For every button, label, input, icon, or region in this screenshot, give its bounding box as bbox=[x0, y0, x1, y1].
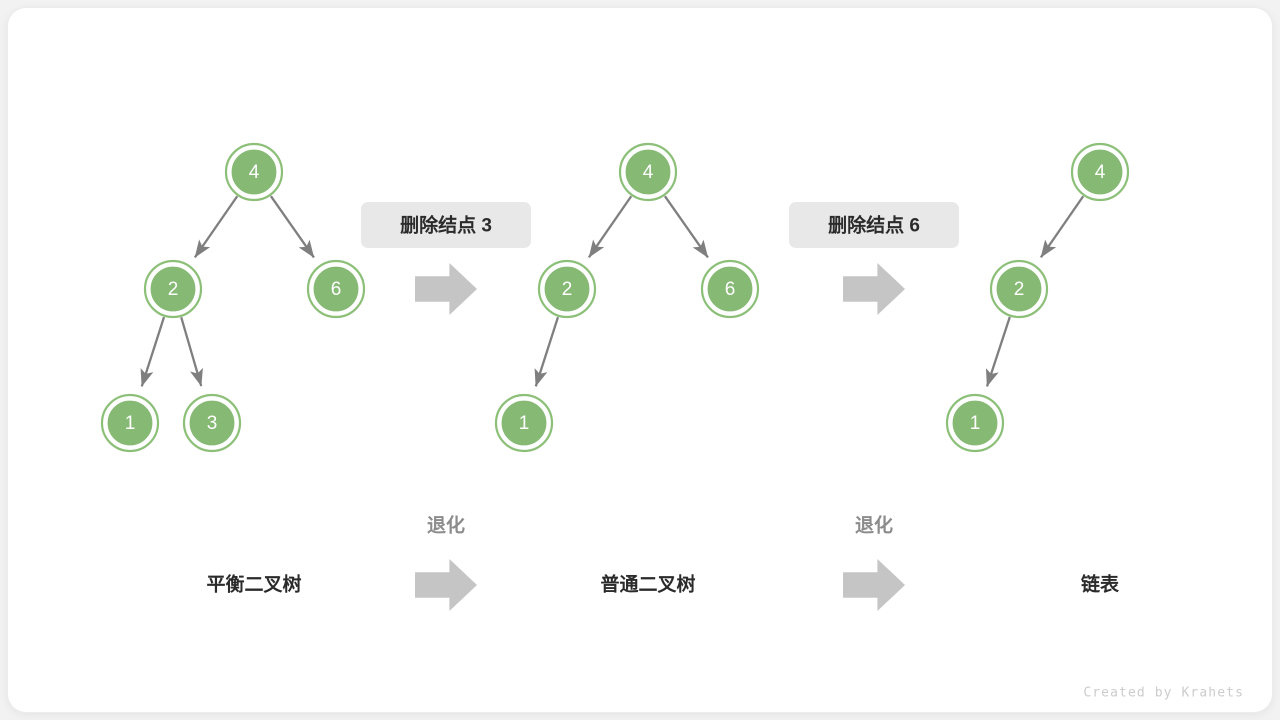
nodes-tree-balanced: 4 2 6 1 3 bbox=[100, 142, 366, 453]
node-value-label: 1 bbox=[519, 413, 530, 434]
node-outer-ring bbox=[945, 393, 1005, 453]
transition-label: 退化 bbox=[855, 514, 893, 537]
caption-balanced: 平衡二叉树 bbox=[206, 573, 301, 596]
node-outer-ring bbox=[989, 259, 1049, 319]
watermark-credit: Created by Krahets bbox=[1083, 686, 1244, 701]
node-outer-ring bbox=[537, 259, 597, 319]
node-body bbox=[187, 398, 237, 448]
op-delete-3: 删除结点 3 bbox=[361, 202, 531, 315]
transitions-layer: 退化 退化 bbox=[415, 514, 905, 611]
tree-node[interactable]: 2 bbox=[143, 259, 203, 319]
operation-arrow-icon bbox=[843, 263, 905, 315]
edges-layer bbox=[140, 195, 1085, 387]
tree-edge bbox=[180, 317, 203, 387]
node-value-label: 1 bbox=[970, 413, 981, 434]
operation-label-text: 删除结点 3 bbox=[400, 214, 492, 237]
captions-layer: 平衡二叉树 普通二叉树 链表 bbox=[206, 573, 1120, 596]
node-outer-ring bbox=[700, 259, 760, 319]
node-body bbox=[311, 264, 361, 314]
node-body bbox=[105, 398, 155, 448]
tree-edge bbox=[985, 316, 1011, 387]
transition-2: 退化 bbox=[843, 514, 905, 611]
node-outer-ring bbox=[306, 259, 366, 319]
node-outer-ring bbox=[182, 393, 242, 453]
node-outer-ring bbox=[100, 393, 160, 453]
nodes-layer: 4 2 6 1 3 4 2 6 1 4 2 1 bbox=[100, 142, 1130, 453]
operations-layer: 删除结点 3 删除结点 6 bbox=[361, 202, 959, 315]
node-value-label: 4 bbox=[1095, 162, 1106, 183]
node-outer-ring bbox=[1070, 142, 1130, 202]
node-value-label: 1 bbox=[125, 413, 136, 434]
node-outer-ring bbox=[143, 259, 203, 319]
tree-node[interactable]: 6 bbox=[306, 259, 366, 319]
tree-node[interactable]: 2 bbox=[989, 259, 1049, 319]
tree-node[interactable]: 6 bbox=[700, 259, 760, 319]
operation-label-box bbox=[789, 202, 959, 248]
node-body bbox=[1075, 147, 1125, 197]
edges-tree-linkedlist bbox=[985, 195, 1085, 387]
node-value-label: 4 bbox=[643, 162, 654, 183]
node-body bbox=[623, 147, 673, 197]
edges-tree-balanced bbox=[140, 195, 315, 387]
node-body bbox=[148, 264, 198, 314]
node-value-label: 2 bbox=[168, 279, 179, 300]
tree-node[interactable]: 4 bbox=[618, 142, 678, 202]
tree-degeneration-diagram: 4 2 6 1 3 4 2 6 1 4 2 1 删除结点 3 删除结点 6 退化 退化 平衡二叉树 普通二叉… bbox=[100, 142, 1244, 701]
node-value-label: 6 bbox=[725, 279, 736, 300]
tree-node[interactable]: 1 bbox=[100, 393, 160, 453]
tree-node[interactable]: 1 bbox=[494, 393, 554, 453]
edges-tree-ordinary bbox=[534, 195, 709, 387]
op-delete-6: 删除结点 6 bbox=[789, 202, 959, 315]
operation-label-box bbox=[361, 202, 531, 248]
tree-edge bbox=[1039, 195, 1085, 259]
tree-node[interactable]: 4 bbox=[1070, 142, 1130, 202]
nodes-tree-linkedlist: 4 2 1 bbox=[945, 142, 1130, 453]
caption-ordinary: 普通二叉树 bbox=[600, 573, 695, 596]
tree-edge bbox=[140, 316, 166, 387]
figure-card: 4 2 6 1 3 4 2 6 1 4 2 1 删除结点 3 删除结点 6 退化 退化 平衡二叉树 普通二叉… bbox=[8, 8, 1272, 712]
transition-arrow-icon bbox=[415, 559, 477, 611]
tree-edge bbox=[193, 195, 239, 259]
node-value-label: 2 bbox=[562, 279, 573, 300]
tree-node[interactable]: 2 bbox=[537, 259, 597, 319]
node-body bbox=[229, 147, 279, 197]
tree-edge bbox=[587, 195, 633, 259]
tree-edge bbox=[534, 316, 560, 387]
node-value-label: 2 bbox=[1014, 279, 1025, 300]
caption-linkedlist: 链表 bbox=[1081, 573, 1120, 596]
node-body bbox=[499, 398, 549, 448]
tree-node[interactable]: 1 bbox=[945, 393, 1005, 453]
node-outer-ring bbox=[224, 142, 284, 202]
node-outer-ring bbox=[618, 142, 678, 202]
operation-arrow-icon bbox=[415, 263, 477, 315]
transition-1: 退化 bbox=[415, 514, 477, 611]
tree-node[interactable]: 3 bbox=[182, 393, 242, 453]
operation-label-text: 删除结点 6 bbox=[828, 214, 920, 237]
transition-label: 退化 bbox=[427, 514, 465, 537]
node-body bbox=[705, 264, 755, 314]
nodes-tree-ordinary: 4 2 6 1 bbox=[494, 142, 760, 453]
node-value-label: 4 bbox=[249, 162, 260, 183]
tree-edge bbox=[269, 195, 315, 259]
transition-arrow-icon bbox=[843, 559, 905, 611]
node-body bbox=[994, 264, 1044, 314]
node-value-label: 3 bbox=[207, 413, 218, 434]
tree-node[interactable]: 4 bbox=[224, 142, 284, 202]
tree-edge bbox=[663, 195, 709, 259]
node-body bbox=[950, 398, 1000, 448]
node-outer-ring bbox=[494, 393, 554, 453]
node-body bbox=[542, 264, 592, 314]
node-value-label: 6 bbox=[331, 279, 342, 300]
